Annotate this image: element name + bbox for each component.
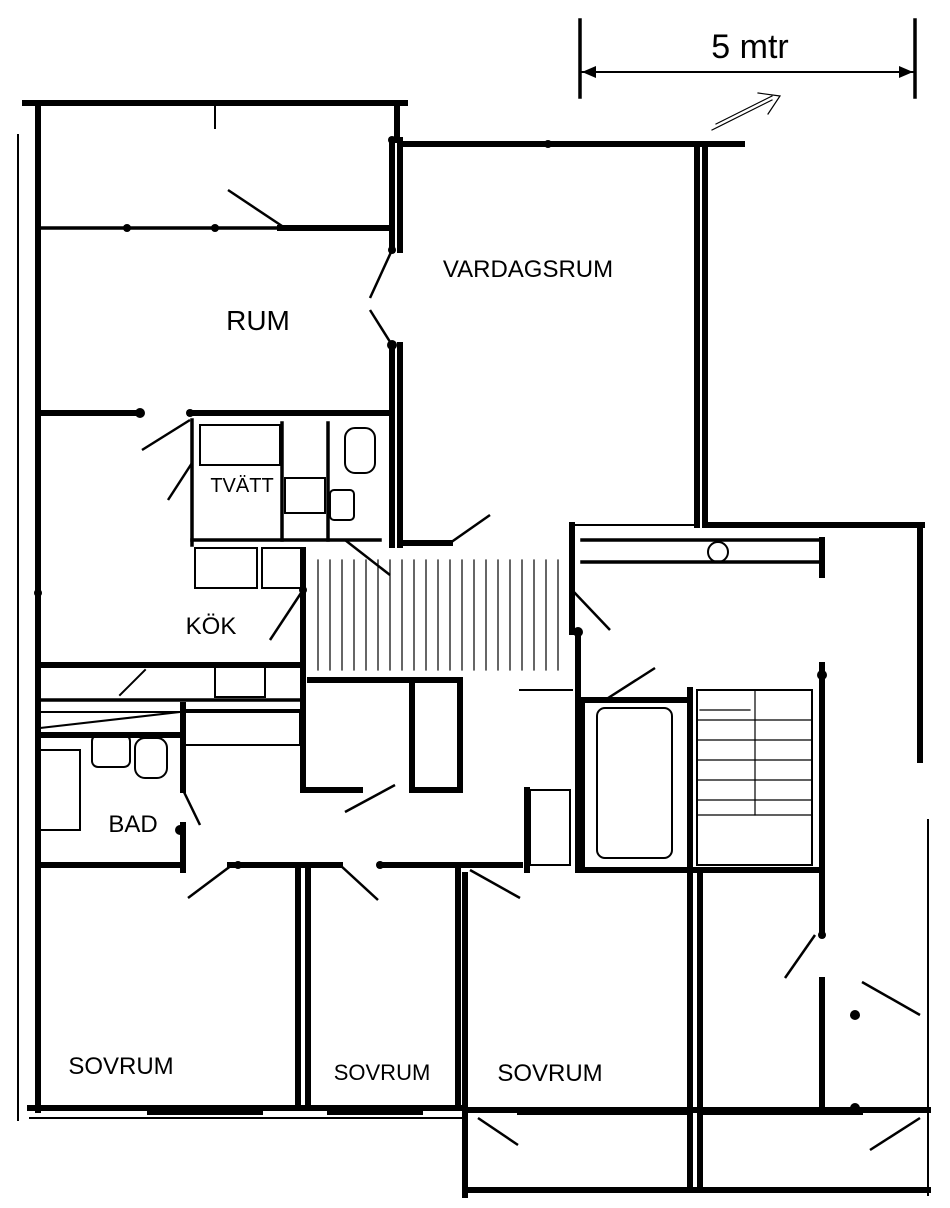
room-label-sovrum-2: SOVRUM — [334, 1060, 431, 1085]
room-label-sovrum-3: SOVRUM — [497, 1060, 602, 1087]
wall-junctions — [34, 136, 860, 1113]
room-label-vardagsrum: VARDAGSRUM — [443, 256, 613, 283]
doors — [141, 188, 921, 1152]
room-label-kok: KÖK — [186, 613, 237, 640]
scale-label: 5 mtr — [711, 28, 788, 66]
room-label-sovrum-1: SOVRUM — [68, 1053, 173, 1080]
bathtub-icon — [596, 707, 673, 859]
toilet-icon — [91, 734, 168, 779]
interior-walls — [35, 102, 863, 1193]
sink-icon — [329, 427, 376, 521]
staircase-icon — [317, 559, 559, 671]
room-labels: RUM VARDAGSRUM TVÄTT KÖK BAD SOVRUM SOVR… — [68, 256, 613, 1087]
north-arrow-icon — [711, 92, 782, 131]
room-label-tvatt: TVÄTT — [210, 475, 273, 497]
scale-bar: 5 mtr — [578, 18, 917, 99]
room-label-rum: RUM — [226, 305, 290, 336]
staircase-icon — [696, 689, 813, 866]
room-label-bad: BAD — [108, 811, 157, 838]
